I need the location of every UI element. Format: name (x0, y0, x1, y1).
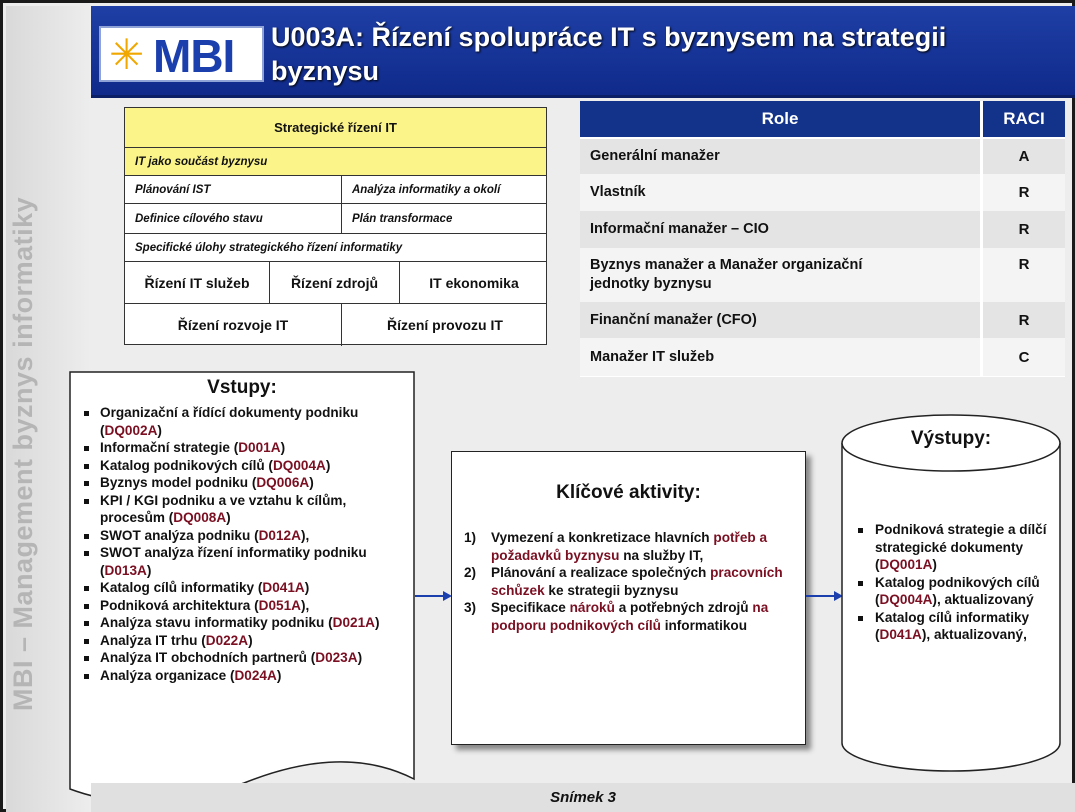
strategy-cell: Analýza informatiky a okolí (352, 183, 501, 196)
list-item: Byznys model podniku (DQ006A) (83, 474, 408, 492)
raci-header: Role RACI (580, 101, 1065, 137)
list-item: Podniková architektura (D051A), (83, 597, 408, 615)
raci-row: Informační manažer – CIO R (580, 211, 1065, 248)
mbi-logo: ✳ MBI (99, 26, 264, 82)
slide-number: Snímek 3 (550, 789, 616, 806)
strategy-row: Řízení rozvoje IT Řízení provozu IT (125, 304, 546, 346)
raci-table: Role RACI Generální manažer A Vlastník R… (580, 101, 1065, 377)
strategy-cell: Plánování IST (125, 176, 342, 203)
inputs-title: Vstupy: (207, 377, 277, 398)
activity-item: 3) Specifikace nároků a potřebných zdroj… (464, 600, 769, 633)
list-item: Analýza IT trhu (D022A) (83, 632, 408, 650)
raci-value: R (983, 248, 1065, 302)
logo-text: MBI (153, 30, 235, 82)
arrow-right-icon (415, 591, 452, 601)
footer: Snímek 3 (91, 783, 1075, 812)
activities-title: Klíčové aktivity: (556, 482, 701, 503)
raci-role: Byznys manažer a Manažer organizační jed… (580, 248, 980, 302)
strategy-title-row: Strategické řízení IT (125, 108, 546, 148)
header-bar: ✳ MBI U003A: Řízení spolupráce IT s byzn… (91, 6, 1075, 98)
raci-value: C (983, 338, 1065, 376)
cylinder-shape (841, 414, 1061, 772)
list-item: KPI / KGI podniku a ve vztahu k cílům, p… (83, 492, 408, 527)
outputs-cylinder: Výstupy: Podniková strategie a dílčí str… (841, 413, 1061, 773)
raci-role: Vlastník (580, 174, 980, 211)
raci-role: Informační manažer – CIO (580, 211, 980, 248)
strategy-cell: Řízení IT služeb (125, 262, 270, 303)
list-item: Informační strategie (D001A) (83, 439, 408, 457)
raci-row: Generální manažer A (580, 139, 1065, 174)
list-item: SWOT analýza podniku (D012A), (83, 527, 408, 545)
strategy-row: Plánování IST Analýza informatiky a okol… (125, 176, 546, 204)
strategy-cell: IT jako součást byznysu (135, 155, 268, 168)
list-item: Organizační a řídící dokumenty podniku (… (83, 404, 408, 439)
raci-role: Manažer IT služeb (580, 338, 980, 376)
strategy-title: Strategické řízení IT (274, 120, 397, 135)
strategy-row: Řízení IT služeb Řízení zdrojů IT ekonom… (125, 262, 546, 304)
raci-role: Generální manažer (580, 139, 980, 174)
raci-col-role: Role (580, 101, 980, 137)
strategy-cell: Řízení zdrojů (270, 262, 400, 303)
raci-col-raci: RACI (983, 101, 1065, 137)
list-item: Analýza IT obchodních partnerů (D023A) (83, 649, 408, 667)
strategy-table: Strategické řízení IT IT jako součást by… (124, 107, 547, 346)
star-icon: ✳ (109, 31, 145, 78)
list-item: Katalog cílů informatiky (D041A), aktual… (855, 609, 1055, 644)
outputs-title: Výstupy: (910, 428, 992, 449)
raci-row: Byznys manažer a Manažer organizační jed… (580, 248, 1065, 302)
activity-item: 2) Plánování a realizace společných prac… (464, 565, 783, 598)
raci-role: Finanční manažer (CFO) (580, 302, 980, 338)
raci-row: Finanční manažer (CFO) R (580, 302, 1065, 338)
list-item: SWOT analýza řízení informatiky podniku … (83, 544, 408, 579)
raci-value: A (983, 139, 1065, 174)
inputs-list: Organizační a řídící dokumenty podniku (… (83, 404, 408, 684)
outputs-list: Podniková strategie a dílčí strategické … (855, 521, 1055, 644)
strategy-cell: IT ekonomika (429, 274, 519, 291)
inputs-document: Vstupy: Organizační a řídící dokumenty p… (69, 371, 415, 811)
strategy-cell: Řízení provozu IT (387, 317, 503, 333)
list-item: Analýza stavu informatiky podniku (D021A… (83, 614, 408, 632)
page-title: U003A: Řízení spolupráce IT s byznysem n… (271, 22, 947, 86)
key-activities-box: Klíčové aktivity: 1) Vymezení a konkreti… (451, 451, 806, 745)
strategy-cell: Řízení rozvoje IT (125, 304, 342, 346)
strategy-cell: Plán transformace (352, 212, 453, 225)
activity-item: 1) Vymezení a konkretizace hlavních potř… (464, 530, 768, 563)
strategy-row: Definice cílového stavu Plán transformac… (125, 204, 546, 234)
list-item: Analýza organizace (D024A) (83, 667, 408, 685)
raci-value: R (983, 174, 1065, 211)
raci-row: Vlastník R (580, 174, 1065, 211)
raci-row: Manažer IT služeb C (580, 338, 1065, 376)
arrow-right-icon (806, 591, 843, 601)
activities-list: 1) Vymezení a konkretizace hlavních potř… (464, 529, 799, 634)
strategy-row: IT jako součást byznysu (125, 148, 546, 176)
list-item: Katalog podnikových cílů (DQ004A) (83, 457, 408, 475)
raci-value: R (983, 211, 1065, 248)
strategy-cell: Specifické úlohy strategického řízení in… (135, 241, 403, 254)
strategy-cell: Definice cílového stavu (125, 204, 342, 233)
list-item: Katalog podnikových cílů (DQ004A), aktua… (855, 574, 1055, 609)
raci-value: R (983, 302, 1065, 338)
list-item: Katalog cílů informatiky (D041A) (83, 579, 408, 597)
list-item: Podniková strategie a dílčí strategické … (855, 521, 1055, 574)
strategy-row: Specifické úlohy strategického řízení in… (125, 234, 546, 262)
sidebar-text: MBI – Management byznys informatiky (8, 196, 38, 711)
